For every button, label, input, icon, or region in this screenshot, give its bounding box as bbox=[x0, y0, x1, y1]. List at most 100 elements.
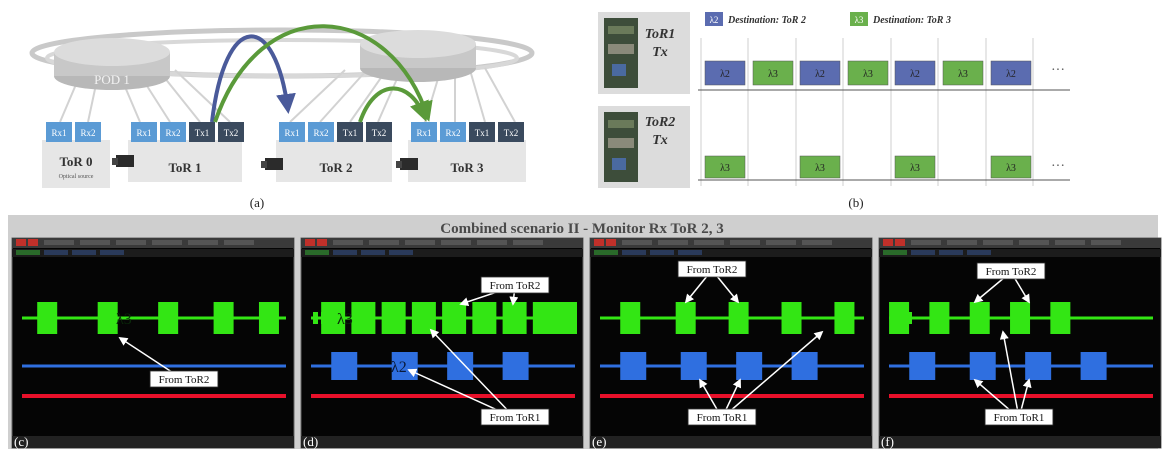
port-label: Rx2 bbox=[313, 128, 328, 138]
lambda-blue-label: λ2 bbox=[391, 359, 407, 376]
blue-burst bbox=[909, 352, 936, 380]
port-label: Tx1 bbox=[195, 128, 210, 138]
green-burst bbox=[969, 302, 990, 334]
port-tor1-rx2 bbox=[160, 122, 186, 142]
single-icon bbox=[606, 239, 616, 246]
port-label: Tx1 bbox=[343, 128, 358, 138]
tor2-sub: Tx bbox=[652, 133, 668, 148]
run-stop-icon bbox=[305, 239, 315, 246]
tor2-slot bbox=[704, 155, 746, 179]
port-label: Rx1 bbox=[416, 128, 431, 138]
legend-label-l2: Destination: ToR 2 bbox=[727, 15, 806, 26]
green-burst bbox=[1050, 302, 1071, 334]
callout-box bbox=[984, 408, 1054, 426]
port-label: Rx2 bbox=[165, 128, 180, 138]
tor1-slot bbox=[752, 60, 794, 86]
lambda-green-label: λ3 bbox=[337, 311, 353, 328]
port-tor2-tx1 bbox=[337, 122, 363, 142]
scope-status-bar bbox=[590, 436, 872, 448]
green-burst bbox=[97, 302, 118, 334]
scope-status-bar bbox=[301, 436, 583, 448]
green-burst bbox=[213, 302, 234, 334]
banner-title: Combined scenario II - Monitor Rx ToR 2,… bbox=[440, 221, 724, 237]
tor1-slot-label: λ2 bbox=[720, 69, 730, 80]
tor1-slot bbox=[894, 60, 936, 86]
scope-channel-bar bbox=[12, 249, 294, 257]
green-burst bbox=[675, 302, 696, 334]
port-tor2-rx2 bbox=[308, 122, 334, 142]
green-burst bbox=[37, 302, 58, 334]
panel-a: POD 1 ToR 0 Optical source ToR 1 ToR 2 bbox=[29, 24, 535, 210]
port-label: Rx1 bbox=[284, 128, 299, 138]
port-tor1-tx1 bbox=[189, 122, 215, 142]
scope-channel-bar bbox=[590, 249, 872, 257]
legend-badge-l2 bbox=[705, 12, 723, 26]
callout-box bbox=[976, 262, 1046, 280]
run-stop-icon bbox=[883, 239, 893, 246]
tor-3-box: ToR 3 bbox=[396, 140, 526, 182]
legend-badge-l3 bbox=[850, 12, 868, 26]
panel-b: ToR1 Tx ToR2 Tx λ2 Destination: ToR 2 λ3… bbox=[598, 12, 1070, 210]
port-label: Rx1 bbox=[51, 128, 66, 138]
green-burst bbox=[472, 302, 497, 334]
run-stop-icon bbox=[16, 239, 26, 246]
callout-label: From ToR2 bbox=[490, 280, 541, 292]
scope-caption: (c) bbox=[14, 434, 28, 449]
port-tor3-rx2 bbox=[440, 122, 466, 142]
callout-box bbox=[480, 408, 550, 426]
green-burst bbox=[1010, 302, 1031, 334]
single-icon bbox=[28, 239, 38, 246]
port-label: Rx2 bbox=[445, 128, 460, 138]
callout-label: From ToR2 bbox=[159, 374, 210, 386]
callout-label: From ToR2 bbox=[687, 264, 738, 276]
tor-0-label: ToR 0 bbox=[59, 154, 92, 169]
tor-1-label: ToR 1 bbox=[168, 160, 201, 175]
pod-2 bbox=[360, 30, 476, 82]
port-label: Tx2 bbox=[504, 128, 519, 138]
green-burst bbox=[381, 302, 406, 334]
blue-burst bbox=[736, 352, 763, 380]
tor1-title: ToR1 bbox=[645, 27, 676, 42]
green-burst bbox=[553, 302, 577, 334]
port-tor3-rx1 bbox=[411, 122, 437, 142]
port-label: Rx1 bbox=[136, 128, 151, 138]
callout-label: From ToR1 bbox=[994, 412, 1045, 424]
green-burst bbox=[834, 302, 855, 334]
port-tor0-rx1 bbox=[46, 122, 72, 142]
green-burst bbox=[411, 302, 436, 334]
scope-status-bar bbox=[879, 436, 1161, 448]
port-tor3-tx1 bbox=[469, 122, 495, 142]
green-burst bbox=[781, 302, 802, 334]
green-burst bbox=[258, 302, 279, 334]
blue-burst bbox=[680, 352, 707, 380]
tor1-slot-label: λ2 bbox=[1006, 69, 1016, 80]
green-burst bbox=[502, 302, 527, 334]
callout-box bbox=[677, 260, 747, 278]
tor1-sub: Tx bbox=[652, 45, 668, 60]
callout-pointer bbox=[721, 330, 824, 419]
single-icon bbox=[895, 239, 905, 246]
green-burst bbox=[351, 302, 376, 334]
port-label: Tx1 bbox=[475, 128, 490, 138]
tor-3-label: ToR 3 bbox=[450, 160, 484, 175]
arc-tor1-to-tor3 bbox=[213, 24, 433, 123]
arc-tor1-to-tor2 bbox=[210, 34, 296, 123]
port-tor2-tx2 bbox=[366, 122, 392, 142]
tor2-slot bbox=[894, 155, 936, 179]
tor1-slot-label: λ3 bbox=[958, 69, 968, 80]
port-label: Tx2 bbox=[372, 128, 387, 138]
timeline-grid bbox=[700, 38, 1034, 186]
green-burst bbox=[929, 302, 950, 334]
scope-channel-bar bbox=[879, 249, 1161, 257]
green-burst bbox=[728, 302, 749, 334]
port-label: Rx2 bbox=[80, 128, 95, 138]
blue-burst bbox=[331, 352, 358, 380]
callout-box bbox=[480, 276, 550, 294]
tor1-slot bbox=[847, 60, 889, 86]
pod-1: POD 1 bbox=[54, 38, 170, 90]
blue-burst bbox=[1025, 352, 1052, 380]
scope-background bbox=[11, 237, 295, 449]
